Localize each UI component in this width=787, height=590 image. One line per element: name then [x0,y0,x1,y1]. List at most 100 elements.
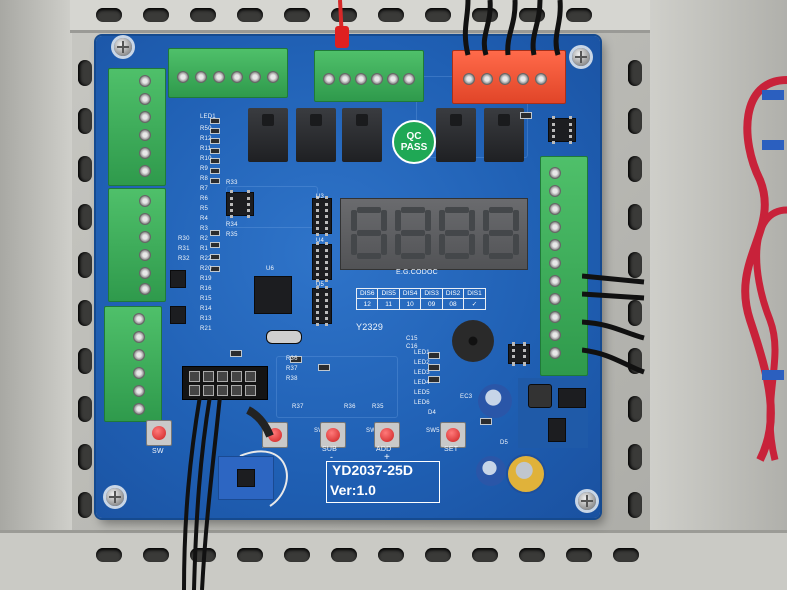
terminal-screw-icon [195,71,207,83]
smd-resistor [210,230,220,236]
smd-resistor [428,376,440,383]
silk-label: R36 [344,404,356,410]
table-cell: ✓ [463,298,486,310]
smd-resistor [210,242,220,248]
terminal-block-left-3 [104,306,162,422]
silk-label: R38 [286,376,298,382]
vent-slot [190,8,216,22]
vent-slot [628,60,642,86]
silk-label: R15 [200,296,212,302]
terminal-screw-icon [323,73,335,85]
terminal-screw-icon [133,331,145,343]
button-cap-icon [380,428,394,442]
terminal-screw-icon [549,257,561,269]
terminal-screw-icon [549,221,561,233]
vent-slot [628,444,642,470]
silk-label: R11 [200,146,212,152]
vent-slot [472,548,498,562]
terminal-screw-icon [549,185,561,197]
silk-label: D4 [428,410,437,416]
silk-label: U6 [266,266,275,272]
silk-label: U4 [316,238,325,244]
terminal-block-right [540,156,588,376]
silk-label: R19 [200,276,212,282]
vent-slot [331,8,357,22]
silk-label: R37 [292,404,304,410]
button-cap-icon [152,426,166,440]
terminal-screw-icon [249,71,261,83]
regulator-ic [558,388,586,408]
vent-slot [78,108,92,134]
relay-3 [342,108,382,162]
sw-label: SW [152,448,164,455]
table-header-cell: DIS1 [463,288,486,299]
silk-label: R34 [226,222,238,228]
silk-label: R8 [200,176,209,182]
ic-optocoupler-1 [226,190,254,218]
silk-label: LED5 [414,390,430,396]
model-name: YD2037-25D [332,462,413,478]
silk-label: R3 [200,226,209,232]
terminal-screw-icon [133,367,145,379]
terminal-screw-icon [139,147,151,159]
terminal-screw-icon [213,71,225,83]
external-red-wires [741,76,787,462]
silk-label: SW5 [426,428,440,434]
mounting-screw-icon [578,492,596,510]
add-button[interactable] [374,422,400,448]
terminal-screw-icon [549,329,561,341]
mounting-screw-icon [572,48,590,66]
smd-resistor [210,138,220,144]
silk-label: R7 [200,186,209,192]
silk-label: LED2 [414,360,430,366]
terminal-screw-icon [549,203,561,215]
vent-slot [78,396,92,422]
silk-label: LED6 [414,400,430,406]
seven-segment-display [340,198,528,270]
silk-label: LED3 [414,370,430,376]
enclosure-left-rail [0,0,72,590]
right-black-wires [582,273,645,375]
board-version: Ver:1.0 [330,482,376,498]
vent-slot [78,204,92,230]
terminal-screw-icon [139,165,151,177]
silk-label: R1 [200,246,209,252]
set-button[interactable] [440,422,466,448]
terminal-block-top-1 [168,48,288,98]
terminal-screw-icon [139,283,151,295]
vent-slot [628,156,642,182]
vent-slot [628,396,642,422]
vent-slot [78,444,92,470]
vent-slot [519,548,545,562]
silk-label: C15 [406,336,418,342]
silk-label: R9 [200,166,209,172]
vent-slot [628,108,642,134]
vent-slot [78,156,92,182]
vent-slot [237,8,263,22]
table-cell: 09 [420,298,443,310]
sw-button[interactable] [146,420,172,446]
dc-dc-power-module [518,378,588,448]
smd-resistor [230,350,242,357]
silk-label: R4 [200,216,209,222]
sensor-chip [237,469,255,487]
smd-resistor [210,148,220,154]
ic-u3 [312,196,332,236]
silk-label: R37 [286,366,298,372]
smd-resistor [210,266,220,272]
sensor-cable [182,396,288,590]
sub-button[interactable] [320,422,346,448]
minus-label: - [330,452,334,462]
vent-slot [628,492,642,518]
terminal-screw-icon [355,73,367,85]
silk-label: LED4 [414,380,430,386]
table-cell: 10 [398,298,422,310]
display-digit-1 [351,207,387,259]
silk-label: R30 [178,236,190,242]
relay-4 [436,108,476,162]
table-header-cell: DIS6 [355,288,379,299]
terminal-block-left-1 [108,68,166,186]
relay-5 [484,108,524,162]
terminal-screw-icon [133,349,145,361]
